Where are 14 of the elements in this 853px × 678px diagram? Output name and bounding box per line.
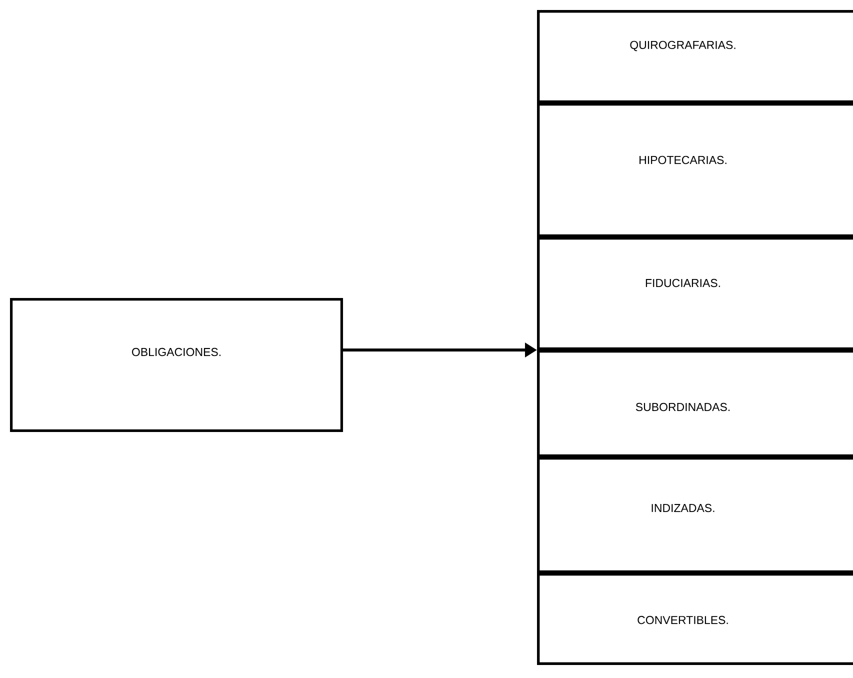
box-label: CONVERTIBLES.	[638, 616, 728, 624]
box-label: QUIROGRAFARIAS.	[630, 40, 736, 52]
box-label: FIDUCIARIAS.	[646, 278, 720, 288]
category-box	[537, 457, 853, 573]
category-box	[537, 237, 853, 350]
box-label: INDIZADAS.	[652, 504, 714, 512]
category-box	[537, 573, 853, 665]
category-box	[537, 10, 853, 103]
category-box	[537, 103, 853, 237]
box-label: OBLIGACIONES.	[132, 348, 221, 356]
box-label: SUBORDINADAS.	[636, 402, 730, 412]
process-box	[10, 298, 343, 432]
box-label: HIPOTECARIAS.	[640, 156, 726, 164]
category-box	[537, 350, 853, 457]
